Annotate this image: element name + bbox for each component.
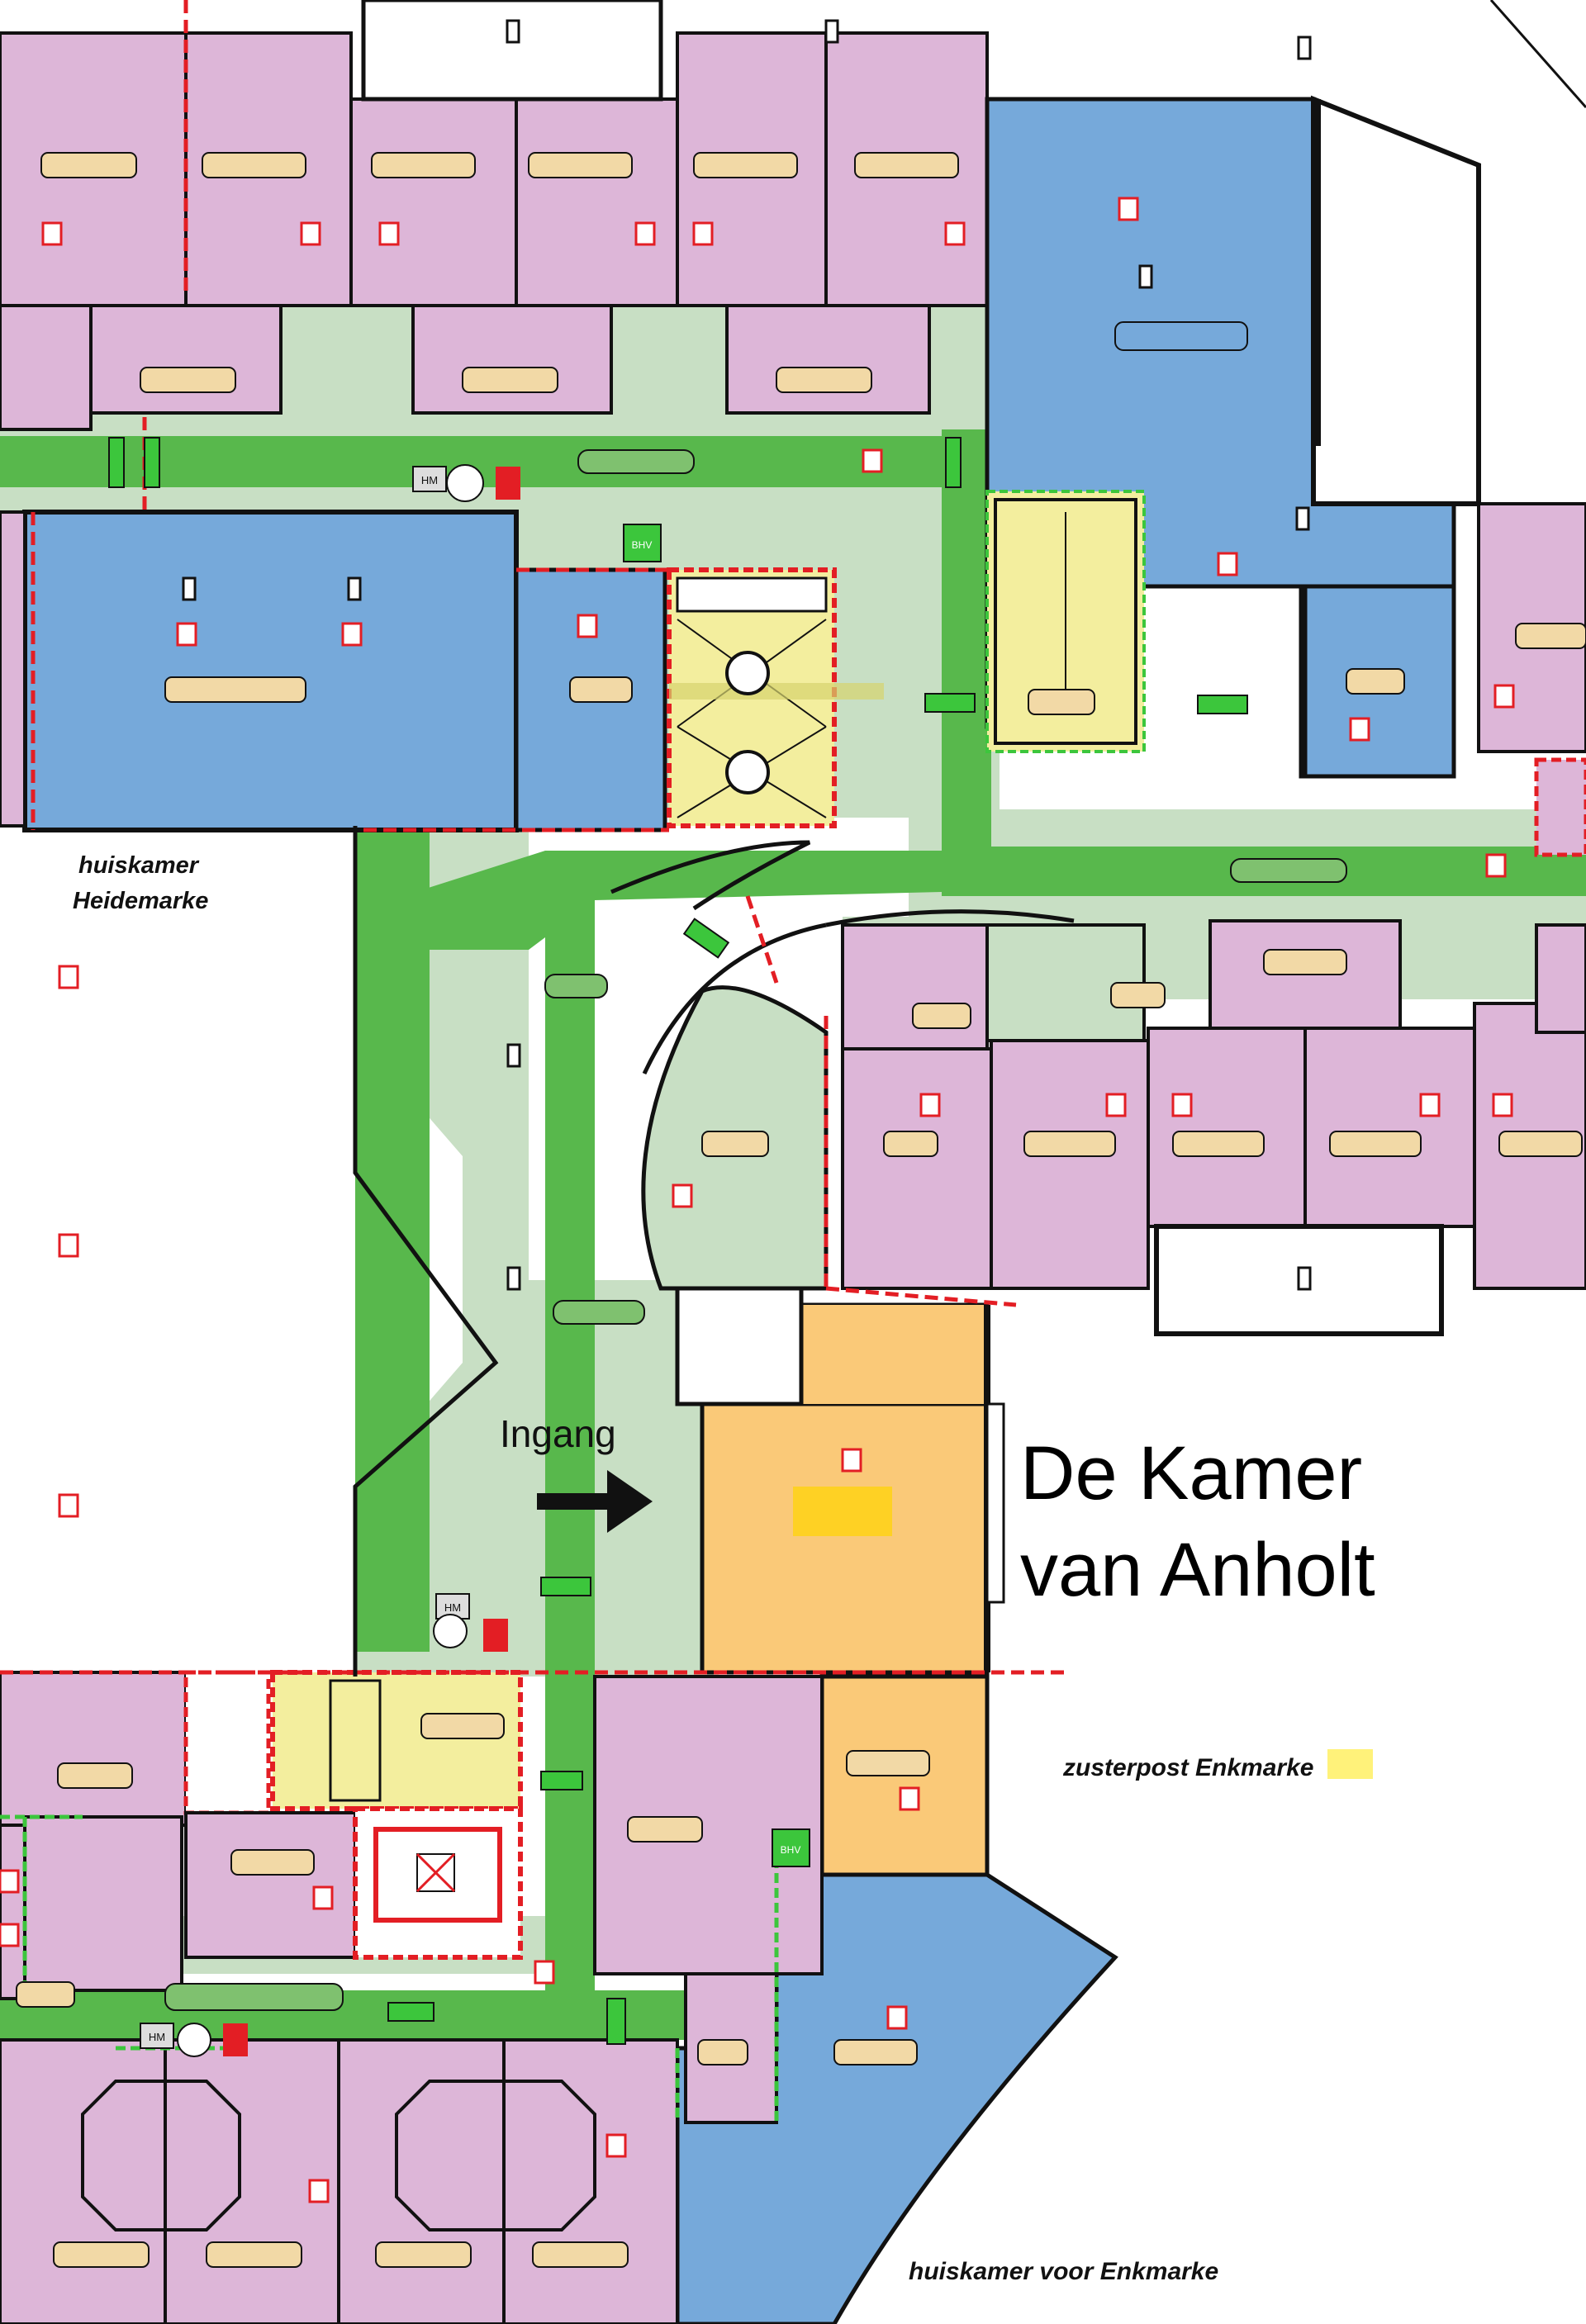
bhv-label-1: BHV <box>632 539 653 551</box>
room-tags <box>16 152 1586 2268</box>
bhv-label-2: BHV <box>781 1844 801 1856</box>
label-zusterpost-tail: rke <box>1276 1754 1313 1781</box>
top-residential-rooms <box>0 31 989 431</box>
exit-signs <box>108 437 1248 2045</box>
office-kamer-van-anholt <box>675 1286 1005 1675</box>
fire-markers <box>0 197 1515 2203</box>
corridor-tags <box>164 321 1347 2011</box>
stair-core-lower <box>270 1670 523 1960</box>
svg-text:zusterpost Enkmarke: zusterpost Enkmarke <box>1062 1754 1313 1781</box>
hm-label-1: HM <box>421 474 438 486</box>
hm-label-3: HM <box>149 2031 165 2043</box>
label-entrance: Ingang <box>500 1412 616 1455</box>
label-huiskamer-enkmarke: huiskamer voor Enkmarke <box>909 2258 1218 2285</box>
hm-stations: HM HM HM <box>140 464 520 2057</box>
wall-openings <box>182 19 1312 1291</box>
bhv-markers: BHV BHV <box>623 524 810 1867</box>
living-room-enkmarke <box>675 1872 1118 2324</box>
opening-right <box>1154 1224 1444 1336</box>
label-huiskamer-heidemarke-line2: Heidemarke <box>73 888 208 914</box>
hm-label-2: HM <box>444 1601 461 1614</box>
bottom-apartments <box>0 2038 679 2324</box>
label-zusterpost-main: zusterpost Enkma <box>1062 1754 1276 1781</box>
label-huiskamer-heidemarke-line1: huiskamer <box>78 852 200 879</box>
outer-edge-line <box>1489 0 1586 108</box>
curved-walls <box>353 826 811 1677</box>
top-openings <box>361 0 1313 102</box>
compartment-lines-green <box>0 1814 779 2122</box>
label-zusterpost: zusterpost Enkmarke <box>1062 1749 1373 1781</box>
label-de-kamer: De Kamer <box>1020 1431 1362 1515</box>
entrance-arrow-icon <box>537 1470 653 1533</box>
living-room-heidemarke <box>0 510 667 832</box>
elevator-shafts <box>667 567 884 828</box>
lower-left-rooms <box>0 1670 778 2124</box>
label-van-anholt: van Anholt <box>1020 1528 1375 1612</box>
